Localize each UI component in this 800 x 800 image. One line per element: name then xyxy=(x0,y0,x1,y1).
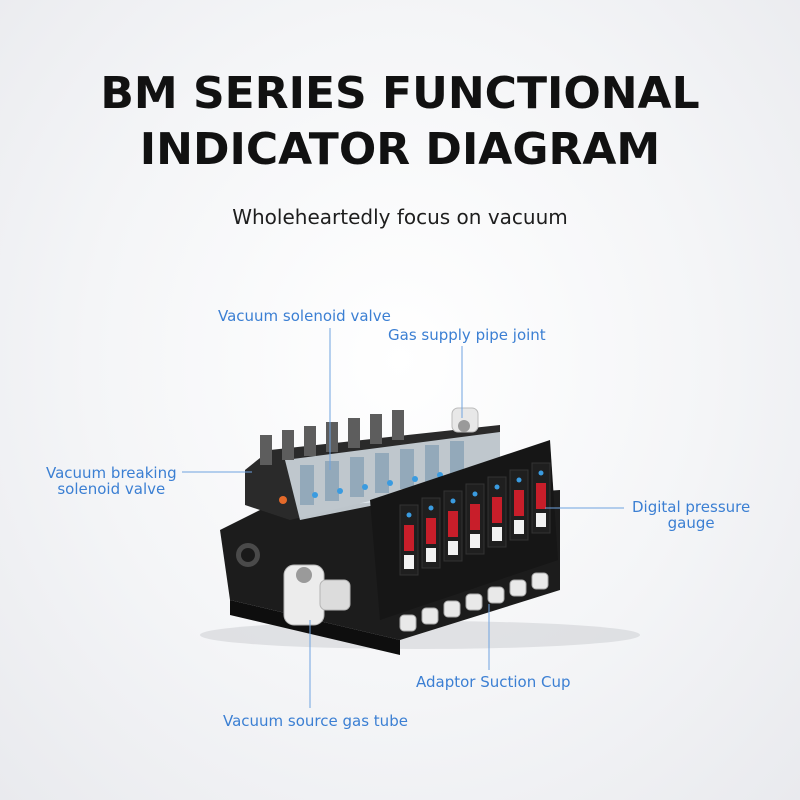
page-title: BM SERIES FUNCTIONAL INDICATOR DIAGRAM xyxy=(0,66,800,178)
suction-adaptors xyxy=(399,572,549,632)
callout-gauge-line2: gauge xyxy=(667,514,715,532)
title-line-1: BM SERIES FUNCTIONAL xyxy=(100,68,700,119)
callout-vacuum-breaking-valve: Vacuum breaking solenoid valve xyxy=(46,465,177,497)
callout-vacuum-solenoid-valve: Vacuum solenoid valve xyxy=(218,307,391,325)
callout-vacuum-breaking-line2: solenoid valve xyxy=(57,480,166,498)
vacuum-source-fitting xyxy=(283,564,351,626)
solenoid-valve-stack xyxy=(245,410,500,520)
callout-gas-supply-pipe-joint: Gas supply pipe joint xyxy=(388,326,546,344)
page-subtitle: Wholeheartedly focus on vacuum xyxy=(232,205,568,229)
title-line-2: INDICATOR DIAGRAM xyxy=(139,124,661,175)
leader-lines xyxy=(182,328,624,708)
callout-gauge-line1: Digital pressure xyxy=(632,498,751,516)
callout-adaptor-suction-cup: Adaptor Suction Cup xyxy=(416,673,571,691)
digital-gauge-modules xyxy=(370,440,558,620)
callout-vacuum-source-gas-tube: Vacuum source gas tube xyxy=(223,712,408,730)
callout-digital-pressure-gauge: Digital pressure gauge xyxy=(632,499,750,531)
gas-supply-fitting xyxy=(451,407,479,433)
callout-vacuum-breaking-line1: Vacuum breaking xyxy=(46,464,177,482)
